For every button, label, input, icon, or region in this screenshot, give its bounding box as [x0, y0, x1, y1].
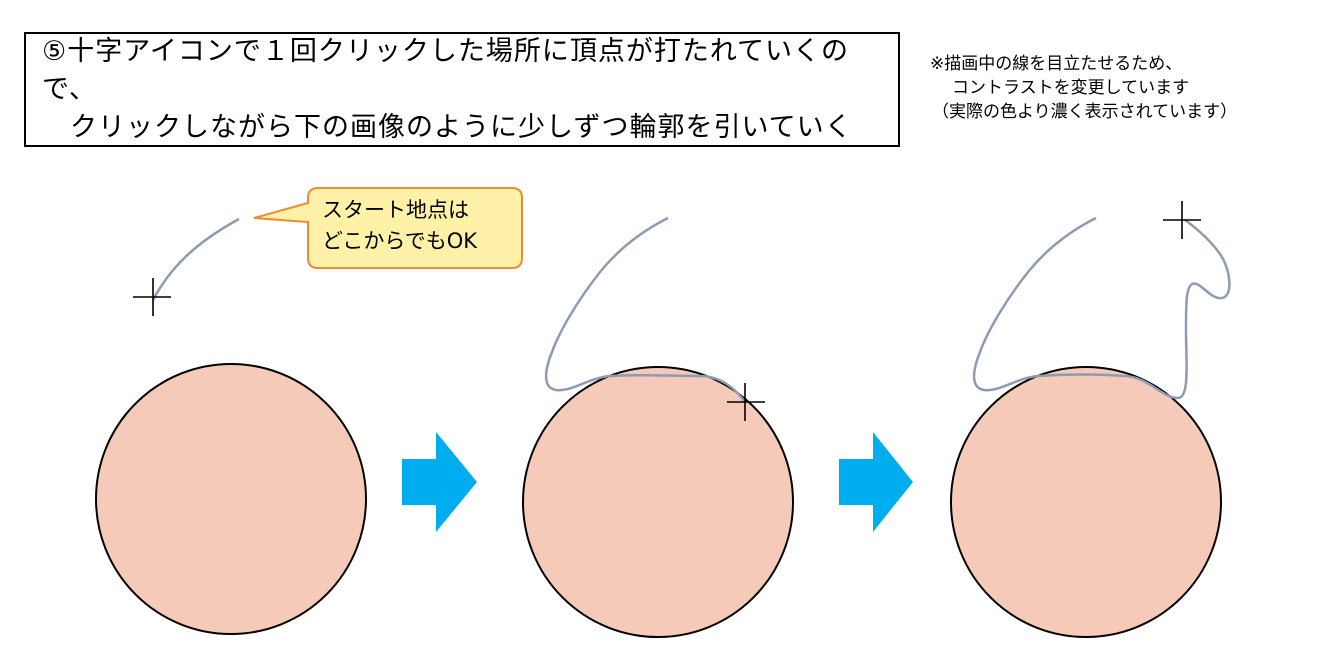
arrow-right-icon [402, 432, 477, 532]
circle-2 [522, 366, 794, 638]
callout-line-2: どこからでもOK [322, 229, 478, 253]
circle-3 [950, 366, 1222, 638]
instruction-box: ⑤十字アイコンで１回クリックした場所に頂点が打たれていくので、 クリックしながら… [24, 32, 900, 147]
contrast-note: ※描画中の線を目立たせるため、 コントラストを変更しています （実際の色より濃く… [930, 52, 1237, 124]
outline-stroke-1 [151, 217, 240, 301]
callout-bubble [253, 187, 523, 269]
note-line-1: ※描画中の線を目立たせるため、 [930, 54, 1183, 74]
crosshair-cursor-1 [133, 278, 171, 316]
outline-stroke-2 [544, 216, 747, 403]
crosshair-cursor-3 [1163, 201, 1201, 239]
circle-1 [95, 363, 367, 635]
arrow-right-icon [839, 432, 913, 532]
callout-line-1: スタート地点は [322, 198, 469, 222]
stage-1 [95, 217, 367, 635]
note-line-3: （実際の色より濃く表示されています） [932, 102, 1238, 122]
outline-stroke-3 [972, 216, 1231, 400]
crosshair-cursor-2 [727, 383, 765, 421]
callout-text: スタート地点は どこからでもOK [322, 195, 477, 257]
instruction-line-1: ⑤十字アイコンで１回クリックした場所に頂点が打たれていくので、 [42, 35, 850, 105]
instruction-line-2: クリックしながら下の画像のように少しずつ輪郭を引いていく [70, 111, 853, 143]
stage-3 [950, 201, 1231, 638]
note-line-2: コントラストを変更しています [952, 78, 1190, 98]
stage-2 [522, 216, 794, 638]
